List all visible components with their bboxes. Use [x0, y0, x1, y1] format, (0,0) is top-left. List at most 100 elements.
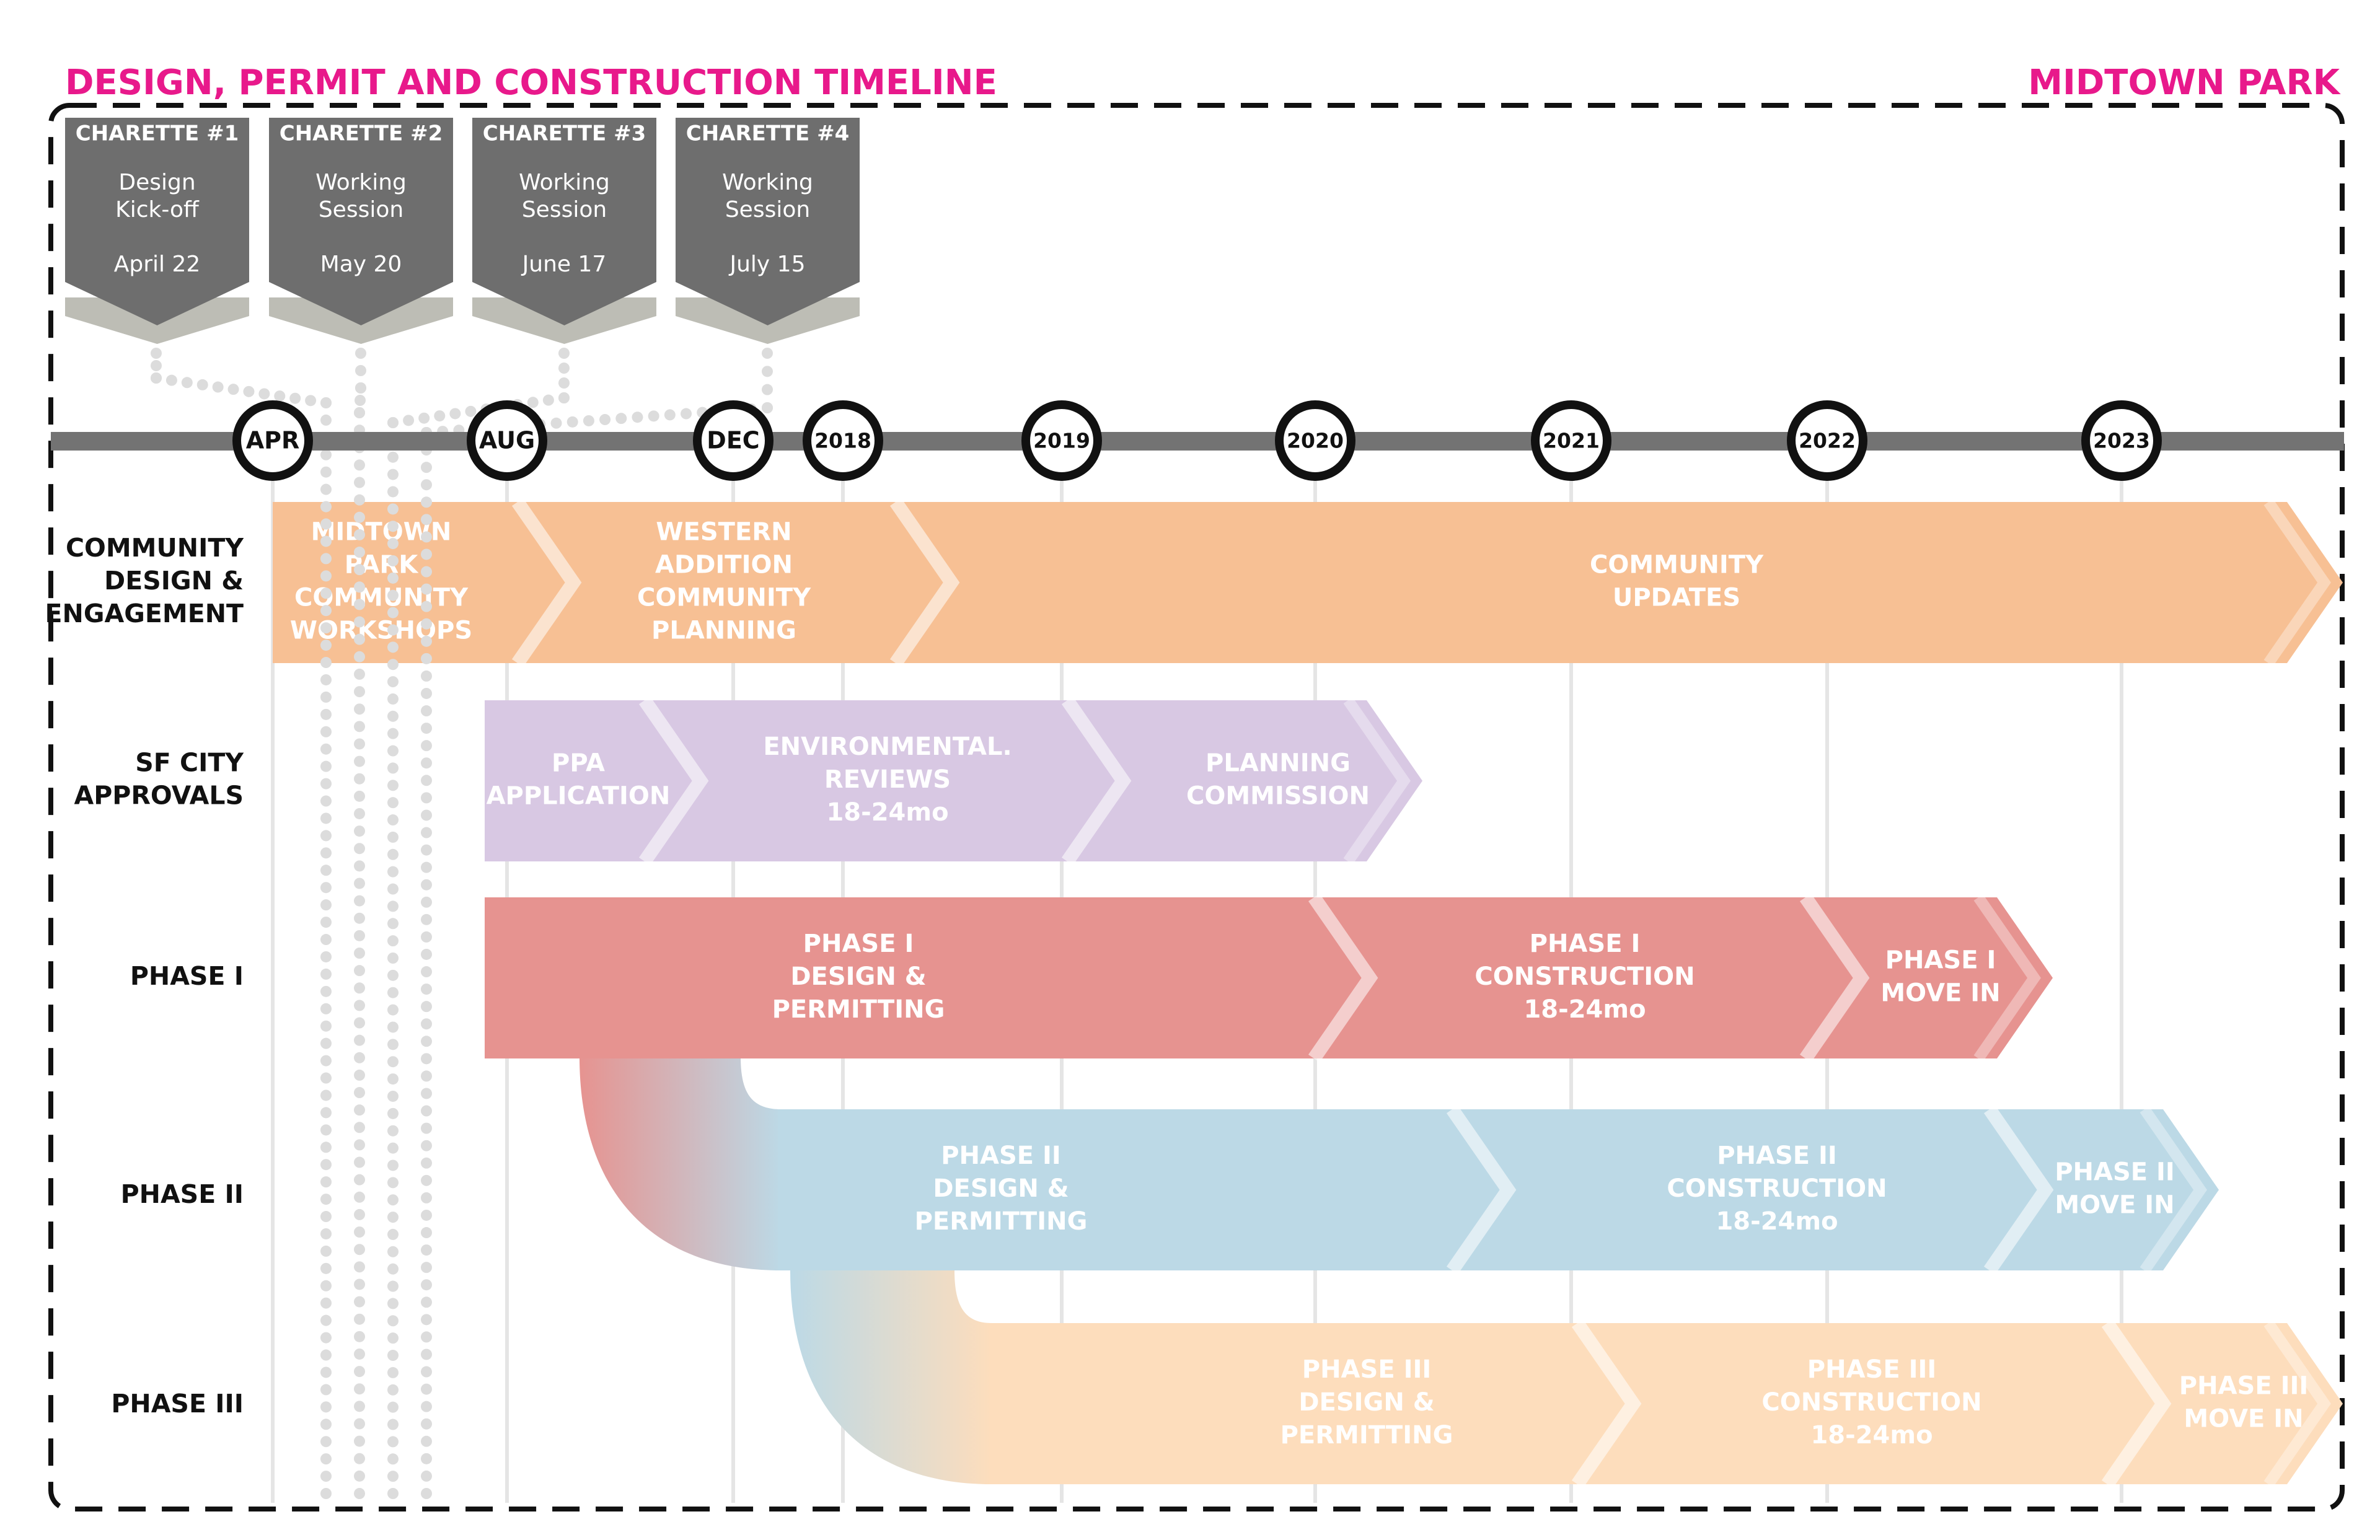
- community-band-divider: [511, 498, 582, 667]
- connector-dot: [354, 407, 365, 418]
- connector-dot: [387, 1228, 399, 1240]
- connector-dot: [421, 723, 432, 734]
- timeline-marker-label: APR: [246, 427, 300, 454]
- connector-dot: [354, 651, 365, 662]
- connector-dot: [421, 1209, 432, 1221]
- connector-dot: [289, 392, 301, 404]
- row-label: ENGAGEMENT: [45, 599, 244, 628]
- approvals-segment-label: ENVIRONMENTAL.: [763, 733, 1011, 761]
- charette-description: Design: [118, 170, 195, 195]
- connector-dot: [387, 848, 399, 860]
- connector-dot: [320, 1211, 332, 1223]
- charette-shape: [65, 118, 249, 325]
- connector-dot: [583, 415, 594, 426]
- timeline-marker-circle: [803, 400, 883, 481]
- connector-dot: [320, 1142, 332, 1153]
- connector-dot: [387, 745, 399, 757]
- connector-dot: [354, 1226, 365, 1238]
- connector-dot: [320, 795, 332, 807]
- connector-dot: [421, 861, 432, 873]
- charette-description: Session: [522, 197, 607, 222]
- connector-dot: [387, 503, 399, 515]
- timeline-marker: 2022: [1787, 400, 1867, 481]
- connector-dot: [421, 496, 432, 508]
- phase3-band-divider: [2101, 1319, 2172, 1489]
- connector-dot: [320, 691, 332, 703]
- connector-dot: [320, 414, 332, 426]
- timeline-marker-label: 2022: [1799, 429, 1856, 453]
- connector-dot: [421, 1174, 432, 1186]
- connector-dot: [762, 384, 773, 395]
- timeline-marker-circle: [1787, 400, 1867, 481]
- phase1-segment-label: PHASE I: [1885, 946, 1996, 975]
- connector-dot: [387, 1280, 399, 1292]
- connector-dot: [421, 635, 432, 647]
- connector-dot: [387, 797, 399, 809]
- connector-dot: [421, 514, 432, 526]
- connector-dot: [354, 1296, 365, 1308]
- connector-dot: [387, 589, 399, 601]
- phase1-segment-label: 18-24mo: [1523, 995, 1646, 1024]
- connector-dot: [354, 982, 365, 994]
- connector-dot: [421, 1331, 432, 1343]
- connector-dot: [320, 587, 332, 599]
- diagram-title: DESIGN, PERMIT AND CONSTRUCTION TIMELINE: [65, 63, 997, 103]
- connector-dot: [527, 397, 539, 408]
- connector-dot: [354, 1261, 365, 1273]
- charette-title: CHARETTE #2: [280, 121, 443, 146]
- phase3-band-shape: [989, 1323, 2343, 1484]
- connector-dot: [387, 1194, 399, 1206]
- connector-dot: [354, 599, 365, 610]
- phase1-band-divider: [1308, 893, 1378, 1063]
- phase1-segment-label: PHASE I: [1530, 930, 1641, 958]
- connector-dot: [320, 1089, 332, 1101]
- connector-dot: [354, 948, 365, 959]
- connector-dot: [387, 969, 399, 981]
- connector-dot: [421, 1018, 432, 1030]
- approvals-band-shape: [485, 700, 1422, 861]
- charette-description: Session: [319, 197, 403, 222]
- connector-dot: [320, 1297, 332, 1309]
- connector-dot: [421, 1453, 432, 1464]
- connector-dot: [387, 728, 399, 739]
- charette-description: Working: [315, 170, 407, 195]
- connector-dot: [421, 1088, 432, 1099]
- connector-dot: [354, 912, 365, 924]
- connector-dot: [421, 1349, 432, 1360]
- connector-dot: [354, 1069, 365, 1081]
- connector-dot: [762, 366, 773, 377]
- phase3-segment-label: 18-24mo: [1810, 1421, 1933, 1450]
- connector-dot: [354, 1156, 365, 1168]
- connector-dot: [403, 415, 415, 426]
- connector-dot: [421, 1488, 432, 1499]
- connector-dot: [421, 566, 432, 578]
- connector-dot: [320, 483, 332, 495]
- connector-dot: [421, 1366, 432, 1378]
- connector-dot: [387, 762, 399, 774]
- connector-dot: [387, 1419, 399, 1430]
- approvals-segment-label: PLANNING: [1205, 749, 1351, 778]
- connector-dot: [320, 622, 332, 634]
- connector-dot: [320, 1384, 332, 1396]
- connector-dot: [354, 494, 365, 506]
- row-label: DESIGN &: [104, 566, 244, 596]
- timeline-marker-label: AUG: [479, 427, 535, 454]
- connector-dot: [354, 1208, 365, 1220]
- charette-description: Working: [519, 170, 610, 195]
- connector-dot: [387, 1436, 399, 1448]
- connector-dot: [320, 605, 332, 617]
- connector-dot: [421, 1244, 432, 1256]
- approvals-band-divider: [638, 696, 709, 866]
- phase3-segment-label: PERMITTING: [1280, 1421, 1453, 1450]
- connector-dot: [258, 388, 270, 400]
- connector-dot: [387, 935, 399, 947]
- connector-dot: [354, 1348, 365, 1360]
- timeline-marker: 2018: [803, 400, 883, 481]
- connector-dot: [320, 1488, 332, 1499]
- phase3-band-tip-accent: [2263, 1319, 2331, 1488]
- community-segment-label: WESTERN: [656, 518, 791, 547]
- connector-dot: [421, 583, 432, 595]
- connector-dot: [387, 1366, 399, 1378]
